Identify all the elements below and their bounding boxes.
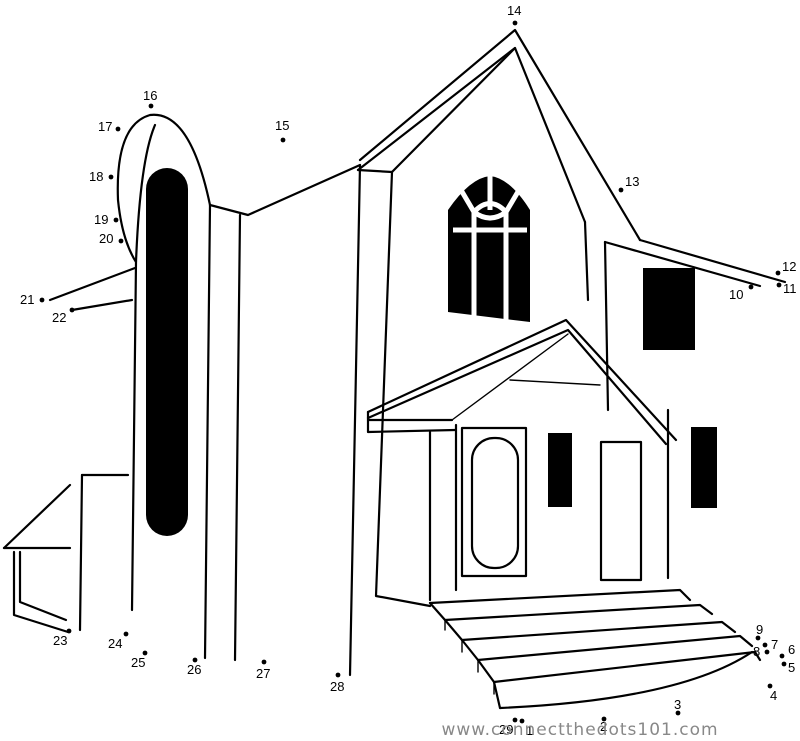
- dot-4: [767, 683, 773, 689]
- dot-label-24: 24: [108, 636, 122, 651]
- dot-13: [618, 187, 624, 193]
- dot-22: [69, 307, 75, 313]
- dot-2: [601, 716, 607, 722]
- dot-label-29: 29: [499, 722, 513, 737]
- dot-label-11: 11: [783, 281, 797, 296]
- dot-label-7: 7: [771, 637, 778, 652]
- dot-14: [512, 20, 518, 26]
- dot-label-17: 17: [98, 119, 112, 134]
- dot-28: [335, 672, 341, 678]
- dot-16: [148, 103, 154, 109]
- dot-label-19: 19: [94, 212, 108, 227]
- dot-label-3: 3: [674, 697, 681, 712]
- dot-label-25: 25: [131, 655, 145, 670]
- dot-5: [781, 661, 787, 667]
- dot-26: [192, 657, 198, 663]
- dot-label-28: 28: [330, 679, 344, 694]
- dot-label-18: 18: [89, 169, 103, 184]
- dot-label-9: 9: [756, 622, 763, 637]
- dot-label-14: 14: [507, 3, 521, 18]
- dot-label-21: 21: [20, 292, 34, 307]
- dot-9: [755, 635, 761, 641]
- dot-15: [280, 137, 286, 143]
- dot-24: [123, 631, 129, 637]
- dot-label-16: 16: [143, 88, 157, 103]
- dot-29: [512, 717, 518, 723]
- dot-label-15: 15: [275, 118, 289, 133]
- dot-label-6: 6: [788, 642, 795, 657]
- dot-1: [519, 718, 525, 724]
- dot-3: [675, 710, 681, 716]
- dot-label-12: 12: [782, 259, 796, 274]
- dot-label-2: 2: [600, 719, 607, 734]
- dot-18: [108, 174, 114, 180]
- dot-label-22: 22: [52, 310, 66, 325]
- dot-8: [764, 649, 770, 655]
- dot-25: [142, 650, 148, 656]
- dot-10: [748, 284, 754, 290]
- dot-label-27: 27: [256, 666, 270, 681]
- dot-17: [115, 126, 121, 132]
- dot-label-4: 4: [770, 688, 777, 703]
- dot-20: [118, 238, 124, 244]
- dot-7: [762, 642, 768, 648]
- dot-23: [66, 628, 72, 634]
- dot-11: [776, 282, 782, 288]
- dot-19: [113, 217, 119, 223]
- dot-12: [775, 270, 781, 276]
- dot-27: [261, 659, 267, 665]
- dot-label-1: 1: [526, 723, 533, 738]
- dot-label-10: 10: [729, 287, 743, 302]
- house-drawing: [2, 28, 787, 710]
- dot-label-20: 20: [99, 231, 113, 246]
- dot-label-8: 8: [753, 644, 760, 659]
- dot-label-5: 5: [788, 660, 795, 675]
- dot-label-26: 26: [187, 662, 201, 677]
- dot-21: [39, 297, 45, 303]
- dot-label-23: 23: [53, 633, 67, 648]
- dot-6: [779, 653, 785, 659]
- dot-label-13: 13: [625, 174, 639, 189]
- site-watermark: www.connectthedots101.com: [441, 720, 718, 740]
